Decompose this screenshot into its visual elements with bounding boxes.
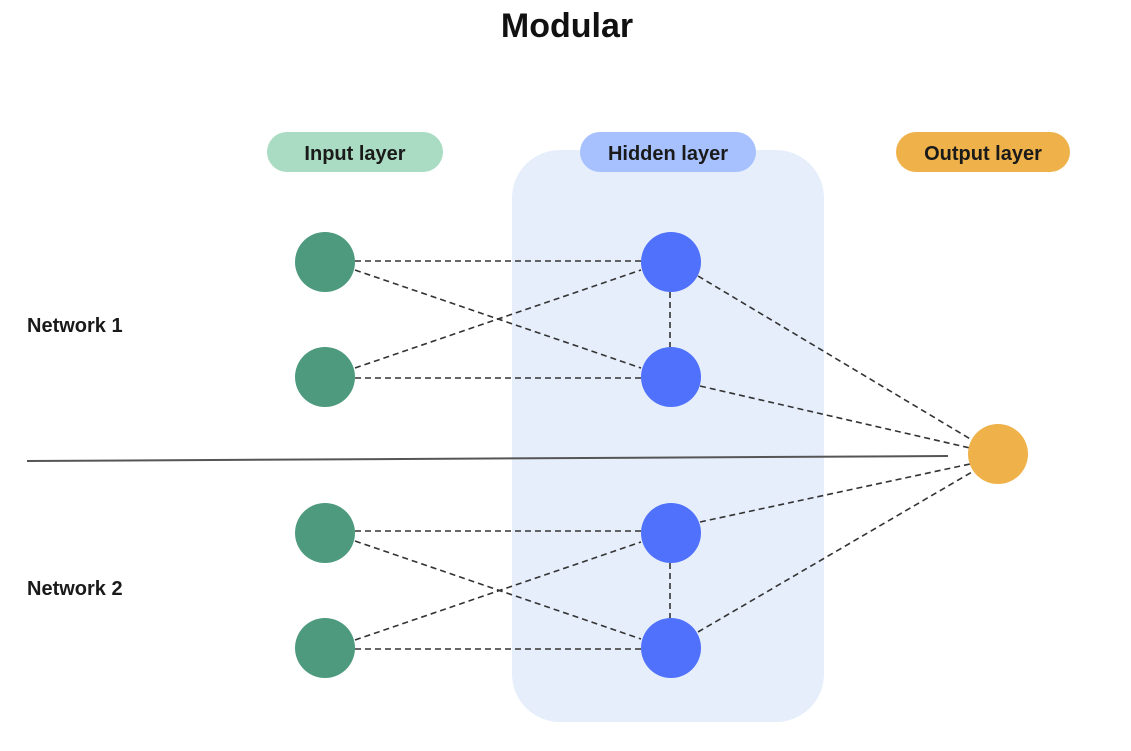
hidden-nodes xyxy=(641,232,701,678)
output-layer-pill: Output layer xyxy=(896,132,1070,172)
edge xyxy=(354,269,642,369)
hidden-node xyxy=(641,618,701,678)
edge xyxy=(354,540,642,640)
edge xyxy=(354,541,642,641)
input-node xyxy=(295,503,355,563)
hidden-layer-pill: Hidden layer xyxy=(580,132,756,172)
input-layer-label: Input layer xyxy=(304,143,405,165)
edge xyxy=(699,385,971,449)
network-2-label: Network 2 xyxy=(27,578,123,600)
hidden-node xyxy=(641,503,701,563)
edge xyxy=(697,471,973,633)
hidden-node xyxy=(641,347,701,407)
output-node xyxy=(968,424,1028,484)
output-layer-label: Output layer xyxy=(924,143,1042,165)
hidden-layer-panel xyxy=(512,150,824,722)
input-layer-pill: Input layer xyxy=(267,132,443,172)
network-1-edges xyxy=(354,260,973,449)
edge xyxy=(697,275,973,441)
network-separator-line xyxy=(26,455,949,462)
hidden-node xyxy=(641,232,701,292)
input-nodes xyxy=(295,232,355,678)
diagram-title: Modular xyxy=(501,7,633,45)
edge xyxy=(699,463,971,523)
network-2-edges xyxy=(354,463,973,650)
input-node xyxy=(295,618,355,678)
input-node xyxy=(295,347,355,407)
hidden-layer-label: Hidden layer xyxy=(608,143,728,165)
input-node xyxy=(295,232,355,292)
network-1-label: Network 1 xyxy=(27,315,123,337)
